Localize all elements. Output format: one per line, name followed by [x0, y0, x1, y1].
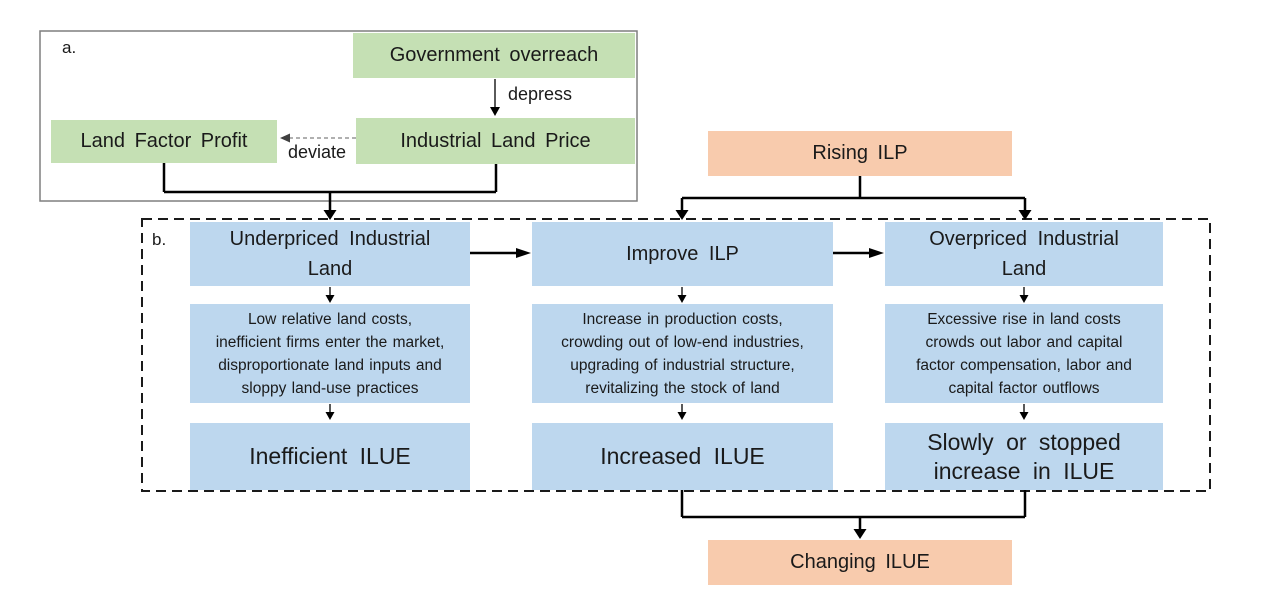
panel-a-bracket [162, 163, 498, 211]
depress-arrowhead [490, 107, 500, 116]
changing-ilue-arrowhead [853, 529, 867, 539]
box-industrial-land-price: Industrial Land Price [356, 118, 635, 164]
col1-arrow1-head [325, 295, 335, 303]
col3-arrow2-head [1019, 412, 1029, 420]
panel-a-bracket-arrowhead [323, 210, 337, 220]
box-government-overreach: Government overreach [353, 33, 635, 78]
box-overpriced-industrial-land: Overpriced Industrial Land [885, 222, 1163, 286]
changing-ilue-bracket [680, 489, 1027, 530]
underpriced-to-improve-arrowhead [516, 248, 531, 258]
col1-arrow2-head [325, 412, 335, 420]
box-underpriced-mechanism: Low relative land costs, inefficient fir… [190, 304, 470, 403]
box-land-factor-profit: Land Factor Profit [51, 120, 277, 163]
box-increased-ilue: Increased ILUE [532, 423, 833, 490]
panel-a-border [39, 30, 638, 202]
box-overpriced-mechanism: Excessive rise in land costs crowds out … [885, 304, 1163, 403]
box-underpriced-industrial-land: Underpriced Industrial Land [190, 222, 470, 286]
panel-b-label: b. [152, 230, 167, 249]
rising-ilp-connector [680, 176, 1027, 211]
panel-b-dashed-border [141, 218, 1211, 492]
box-improve-mechanism: Increase in production costs, crowding o… [532, 304, 833, 403]
col3-arrow1-head [1019, 295, 1029, 303]
box-slow-increase-ilue: Slowly or stopped increase in ILUE [885, 423, 1163, 490]
deviate-label: deviate [287, 142, 347, 162]
rising-ilp-left-arrowhead [675, 210, 689, 220]
improve-to-overpriced-arrowhead [869, 248, 884, 258]
box-rising-ilp: Rising ILP [708, 131, 1012, 176]
depress-label: depress [508, 84, 573, 104]
panel-a-label: a. [62, 38, 77, 57]
rising-ilp-right-arrowhead [1018, 210, 1032, 220]
box-changing-ilue: Changing ILUE [708, 540, 1012, 585]
col2-arrow1-head [677, 295, 687, 303]
deviate-arrowhead [280, 133, 290, 143]
col2-arrow2-head [677, 412, 687, 420]
box-improve-ilp: Improve ILP [532, 222, 833, 286]
box-inefficient-ilue: Inefficient ILUE [190, 423, 470, 490]
